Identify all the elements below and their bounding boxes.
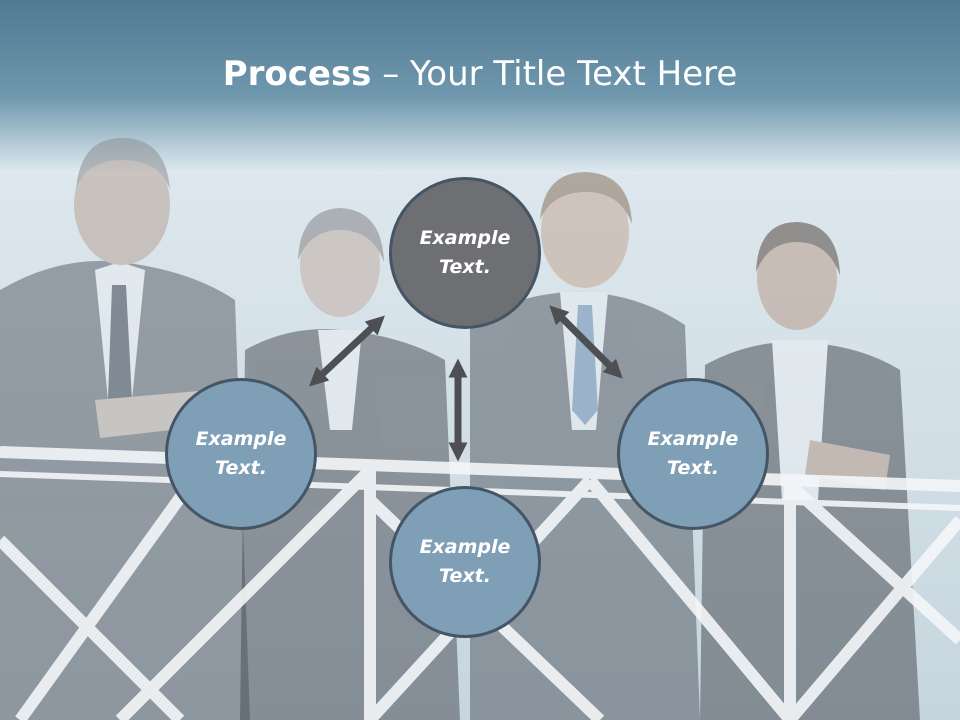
node-bottom-text: Example Text. [419, 536, 511, 587]
page-title: Process – Your Title Text Here [0, 52, 960, 96]
node-right-text: Example Text. [647, 428, 739, 479]
node-top: Example Text. [389, 177, 541, 329]
node-right: Example Text. [617, 378, 769, 530]
node-left: Example Text. [165, 378, 317, 530]
arrow-right-top [549, 305, 623, 379]
railing [0, 446, 960, 720]
node-left-text: Example Text. [195, 428, 287, 479]
arrow-left-top [309, 315, 385, 387]
title-bold: Process [222, 54, 372, 94]
node-bottom: Example Text. [389, 486, 541, 638]
title-rest: – Your Title Text Here [371, 54, 738, 94]
node-top-text: Example Text. [419, 227, 511, 278]
